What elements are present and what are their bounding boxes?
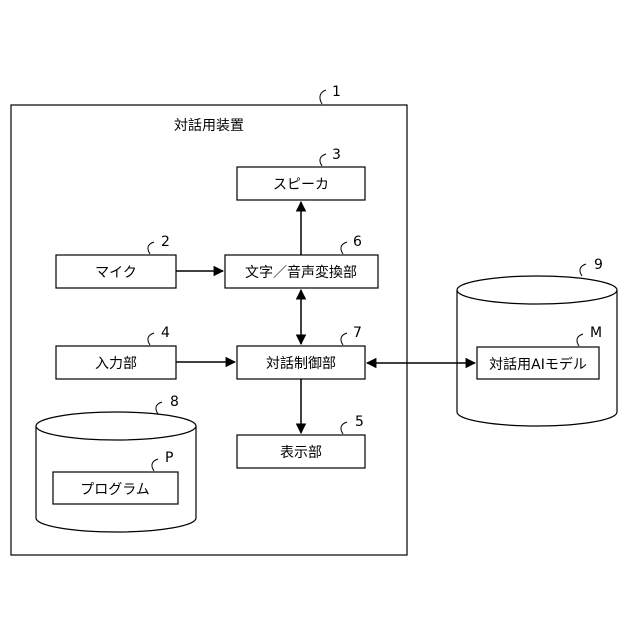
device-title: 対話用装置 bbox=[174, 117, 244, 134]
mic-ref: 2 bbox=[161, 234, 170, 250]
input-label: 入力部 bbox=[95, 356, 137, 372]
model-ref: M bbox=[590, 325, 602, 341]
program-ref: P bbox=[165, 450, 173, 466]
converter-ref: 6 bbox=[353, 234, 362, 250]
speaker-label: スピーカ bbox=[273, 177, 329, 193]
mic-label: マイク bbox=[95, 265, 137, 281]
input-ref: 4 bbox=[161, 325, 170, 341]
model-db-ref-leader bbox=[580, 264, 586, 276]
converter-label: 文字／音声変換部 bbox=[245, 264, 357, 281]
device-ref-leader bbox=[320, 90, 326, 104]
model-label: 対話用AIモデル bbox=[489, 356, 587, 373]
device-ref: 1 bbox=[332, 84, 341, 100]
speaker-ref: 3 bbox=[332, 147, 341, 163]
storage-ref: 8 bbox=[170, 394, 179, 410]
display-ref: 5 bbox=[355, 414, 364, 430]
controller-ref: 7 bbox=[353, 325, 362, 341]
model-db-ref: 9 bbox=[594, 257, 603, 273]
display-label: 表示部 bbox=[280, 445, 322, 461]
program-label: プログラム bbox=[80, 482, 150, 498]
controller-label: 対話制御部 bbox=[266, 355, 336, 372]
